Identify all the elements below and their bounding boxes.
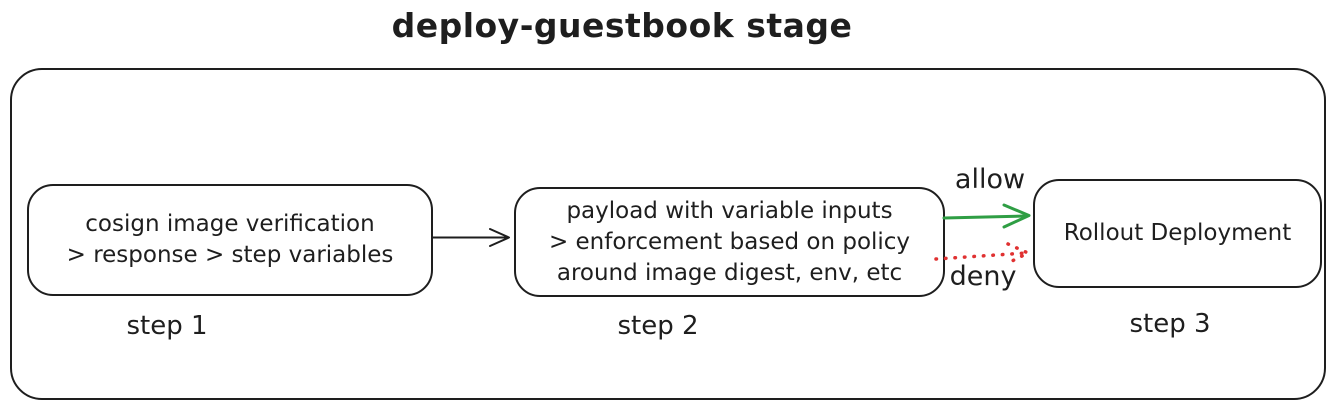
caption-step3: step 3 <box>1129 309 1211 339</box>
node-step2: payload with variable inputs > enforceme… <box>514 187 945 297</box>
deny-edge-label: deny <box>949 261 1017 292</box>
node-step1: cosign image verification > response > s… <box>27 184 433 296</box>
caption-step2: step 2 <box>617 311 699 341</box>
node-step3: Rollout Deployment <box>1033 179 1322 288</box>
node-step2-line1: payload with variable inputs <box>566 197 893 224</box>
allow-edge-label: allow <box>954 164 1026 195</box>
caption-step1: step 1 <box>126 311 208 341</box>
node-step3-line1: Rollout Deployment <box>1063 220 1292 246</box>
node-step2-line3: around image digest, env, etc <box>556 259 903 286</box>
node-step1-line1: cosign image verification <box>85 211 375 237</box>
node-step1-line2: > response > step variables <box>66 242 394 268</box>
diagram-title: deploy-guestbook stage <box>391 6 853 45</box>
node-step2-line2: > enforcement based on policy <box>548 228 911 255</box>
stage-container-box <box>10 68 1326 400</box>
